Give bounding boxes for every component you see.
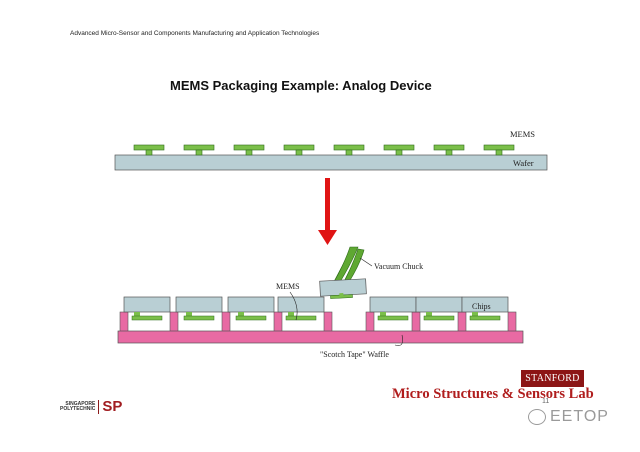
wafer-mems-device	[283, 144, 315, 156]
waffle-wall	[365, 311, 375, 333]
wafer-mems-label: MEMS	[510, 129, 535, 139]
watermark-text: EETOP	[550, 408, 609, 425]
waffle-wall	[221, 311, 231, 333]
wafer-label: Wafer	[513, 158, 534, 168]
waffle-wall	[323, 311, 333, 333]
chip	[369, 296, 417, 321]
chip	[227, 296, 275, 321]
wafer-mems-device	[433, 144, 465, 156]
waffle-label: "Scotch Tape" Waffle	[320, 350, 389, 359]
process-arrow	[318, 178, 337, 245]
waffle-assembly: Vacuum Chuck MEMS Chips "Scotch Tape" Wa…	[117, 246, 524, 359]
lab-name: Micro Structures & Sensors Lab	[392, 386, 594, 402]
logo-line2: POLYTECHNIC	[60, 405, 96, 412]
wafer-mems-device	[333, 144, 365, 156]
waffle-wall	[507, 311, 517, 333]
vacuum-chuck	[319, 246, 367, 299]
slide-title: MEMS Packaging Example: Analog Device	[170, 78, 432, 93]
chip	[277, 296, 325, 321]
wafer-mems-device	[483, 144, 515, 156]
waffle-mems-label: MEMS	[276, 282, 300, 291]
chip	[123, 296, 171, 321]
wafer-mems-device	[133, 144, 165, 156]
header-text: Advanced Micro-Sensor and Components Man…	[70, 30, 320, 37]
singapore-polytechnic-logo: SINGAPORE POLYTECHNIC SP	[60, 398, 122, 415]
waffle-wall	[457, 311, 467, 333]
vacuum-chuck-label: Vacuum Chuck	[374, 262, 423, 271]
waffle-wall	[411, 311, 421, 333]
page-number: 11	[542, 398, 550, 405]
stanford-badge: STANFORD	[521, 370, 584, 387]
waffle-wall	[169, 311, 179, 333]
wafer-mems-device	[183, 144, 215, 156]
chip	[415, 296, 463, 321]
wechat-icon	[528, 409, 546, 425]
wafer-mems-devices	[133, 144, 515, 156]
wafer-assembly: MEMS Wafer	[114, 129, 548, 171]
wafer-mems-device	[383, 144, 415, 156]
wafer	[114, 154, 548, 171]
watermark: EETOP	[528, 408, 609, 426]
waffle-wall	[273, 311, 283, 333]
wafer-mems-device	[233, 144, 265, 156]
logo-line1: SINGAPORE	[65, 400, 96, 407]
waffle-tape	[117, 330, 524, 344]
waffle-pockets	[119, 311, 517, 333]
chips	[123, 296, 509, 321]
chip	[175, 296, 223, 321]
chip	[461, 296, 509, 321]
waffle-wall	[119, 311, 129, 333]
logo-mark: SP	[102, 398, 123, 415]
chips-label: Chips	[472, 302, 491, 311]
